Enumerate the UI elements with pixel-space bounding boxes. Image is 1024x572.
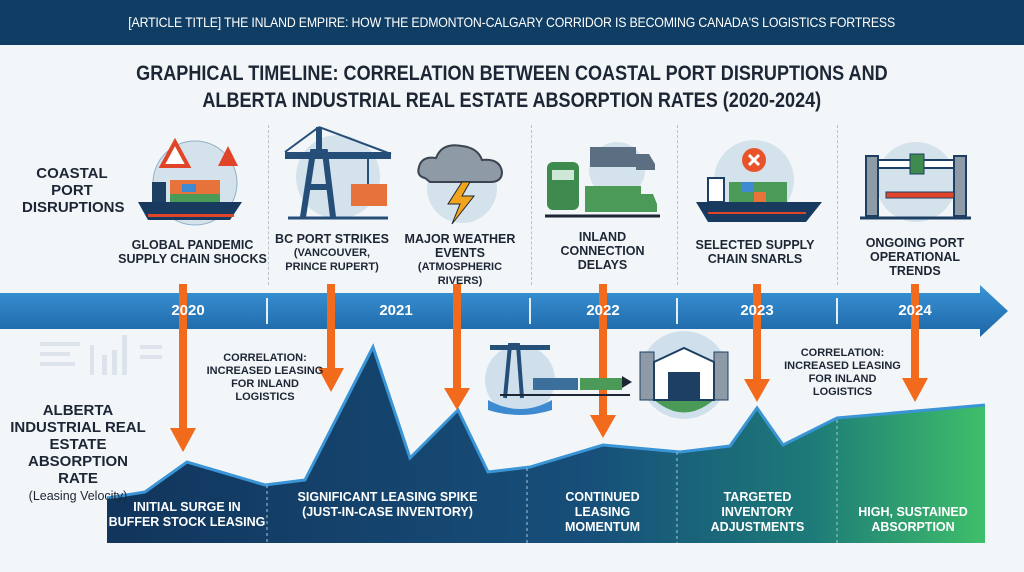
event-title: SELECTED SUPPLY CHAIN SNARLS	[695, 238, 815, 266]
divider	[677, 125, 678, 285]
year-2021: 2021	[379, 302, 413, 319]
article-title: [ARTICLE TITLE] THE INLAND EMPIRE: HOW T…	[128, 14, 896, 30]
article-title-bar: [ARTICLE TITLE] THE INLAND EMPIRE: HOW T…	[0, 0, 1024, 45]
segment-2021: SIGNIFICANT LEASING SPIKE (JUST-IN-CASE …	[297, 490, 478, 519]
divider	[531, 125, 532, 285]
port-gate-icon	[860, 142, 971, 222]
correlation-note-left: CORRELATION: INCREASED LEASING FOR INLAN…	[206, 352, 324, 403]
faint-chart-icon	[40, 335, 162, 375]
storm-cloud-icon	[417, 144, 504, 225]
event-port-trends: ONGOING PORT OPERATIONAL TRENDS	[855, 236, 975, 278]
event-title: MAJOR WEATHER EVENTS	[404, 232, 516, 260]
event-title: GLOBAL PANDEMIC SUPPLY CHAIN SHOCKS	[118, 238, 267, 266]
segment-2023: TARGETED INVENTORY ADJUSTMENTS	[710, 490, 805, 534]
year-2023: 2023	[740, 302, 774, 319]
event-inland-delays: INLAND CONNECTION DELAYS	[555, 230, 650, 272]
alberta-sublabel: (Leasing Velocity)	[28, 489, 128, 503]
event-bc-port-strikes: BC PORT STRIKES(VANCOUVER, PRINCE RUPERT…	[272, 232, 392, 274]
divider	[268, 125, 269, 285]
segment-2024: HIGH, SUSTAINED ABSORPTION	[858, 505, 968, 534]
event-subtitle: (VANCOUVER, PRINCE RUPERT)	[285, 247, 379, 273]
event-title: BC PORT STRIKES	[275, 232, 389, 246]
segment-2020: INITIAL SURGE IN BUFFER STOCK LEASING	[108, 500, 266, 529]
divider	[837, 125, 838, 285]
absorption-area	[107, 347, 985, 543]
event-supply-snarls: SELECTED SUPPLY CHAIN SNARLS	[690, 238, 820, 266]
blocked-ship-icon	[696, 140, 822, 222]
page-title-line1: GRAPHICAL TIMELINE: CORRELATION BETWEEN …	[0, 62, 1024, 86]
event-2020: GLOBAL PANDEMIC SUPPLY CHAIN SHOCKS	[115, 238, 270, 266]
train-truck-icon	[545, 142, 660, 218]
year-2022: 2022	[586, 302, 620, 319]
coastal-row-label: COASTAL PORT DISRUPTIONS	[22, 165, 125, 216]
ship-globe-warning-icon	[138, 138, 242, 226]
event-title: ONGOING PORT OPERATIONAL TRENDS	[865, 236, 965, 278]
absorption-line	[106, 343, 986, 500]
page-title-text-1: GRAPHICAL TIMELINE: CORRELATION BETWEEN …	[136, 62, 888, 85]
correlation-arrows	[170, 284, 928, 452]
alberta-row-label: ALBERTA INDUSTRIAL REAL ESTATE ABSORPTIO…	[8, 402, 148, 505]
segment-2022: CONTINUED LEASING MOMENTUM	[565, 490, 640, 534]
correlation-note-right: CORRELATION: INCREASED LEASING FOR INLAN…	[784, 347, 901, 398]
page-title-line2: ALBERTA INDUSTRIAL REAL ESTATE ABSORPTIO…	[0, 89, 1024, 113]
port-to-warehouse-icon	[485, 331, 729, 419]
event-subtitle: (ATMOSPHERIC RIVERS)	[417, 261, 503, 287]
event-weather: MAJOR WEATHER EVENTS(ATMOSPHERIC RIVERS)	[395, 232, 525, 288]
page-title-text-2: ALBERTA INDUSTRIAL REAL ESTATE ABSORPTIO…	[202, 89, 822, 112]
year-2024: 2024	[898, 302, 932, 319]
port-crane-icon	[284, 126, 392, 220]
year-2020: 2020	[171, 302, 205, 319]
event-title: INLAND CONNECTION DELAYS	[560, 230, 645, 272]
alberta-label-text: ALBERTA INDUSTRIAL REAL ESTATE ABSORPTIO…	[10, 402, 146, 487]
